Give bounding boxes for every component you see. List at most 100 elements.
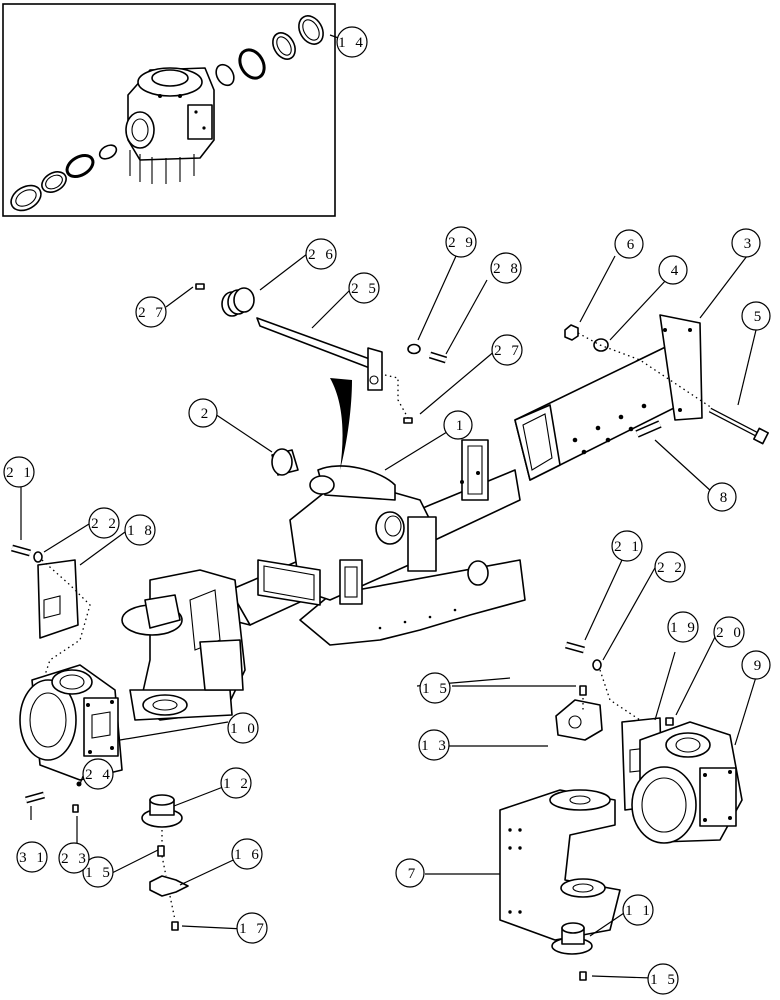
svg-text:1 1: 1 1 [625, 903, 653, 919]
dotted-line-18 [39, 559, 91, 691]
callout-23: 2 3 [58, 842, 90, 874]
inset-seal-rings-right [215, 15, 324, 87]
king-pin-cap-12 [141, 794, 183, 828]
dotted-line-19 [599, 669, 641, 721]
svg-text:1 7: 1 7 [239, 921, 267, 937]
shim-16 [149, 875, 189, 897]
nut-6 [564, 324, 579, 341]
bolt-21-right [565, 641, 585, 654]
svg-text:1 6: 1 6 [234, 847, 262, 863]
svg-text:4: 4 [671, 263, 682, 279]
svg-text:2 5: 2 5 [351, 281, 379, 297]
callout-17: 1 7 [236, 912, 268, 944]
svg-text:1 9: 1 9 [670, 620, 698, 636]
callout-16: 1 6 [231, 838, 263, 870]
right-pivot-bracket-7 [499, 789, 621, 941]
callout-29: 2 9 [445, 226, 477, 258]
svg-text:3: 3 [744, 236, 755, 252]
svg-text:1 0: 1 0 [230, 721, 258, 737]
bolt-8 [635, 420, 662, 438]
dotted-line-3 [577, 332, 713, 409]
callout-9: 9 [741, 650, 771, 680]
svg-text:2 0: 2 0 [716, 625, 744, 641]
callout-4: 4 [658, 255, 688, 285]
right-planetary-hub-9 [631, 721, 743, 844]
svg-text:1 5: 1 5 [422, 681, 450, 697]
svg-text:5: 5 [754, 309, 765, 325]
callout-15-right-top: 1 5 [419, 672, 451, 704]
king-pin-cap-11 [551, 922, 593, 955]
callout-26: 2 6 [305, 238, 337, 270]
callout-19: 1 9 [667, 611, 699, 643]
plug-23 [72, 804, 79, 813]
axle-extension-tube [514, 314, 703, 481]
svg-text:2 9: 2 9 [448, 235, 476, 251]
inset-hub [125, 67, 215, 184]
washer-29 [407, 343, 421, 355]
cap-plate-18 [37, 559, 79, 639]
left-pivot-bracket [121, 569, 246, 721]
callout-27-mid: 2 7 [491, 334, 523, 366]
spring-26 [221, 287, 255, 317]
callout-15-left: 1 5 [82, 856, 114, 888]
svg-text:2 3: 2 3 [61, 851, 89, 867]
callout-25: 2 5 [348, 272, 380, 304]
callout-1: 1 [443, 410, 473, 440]
bolt-31 [25, 791, 45, 804]
svg-text:2 4: 2 4 [85, 767, 113, 783]
svg-text:2 2: 2 2 [91, 516, 119, 532]
callout-8: 8 [707, 482, 737, 512]
bolt-5 [708, 407, 769, 445]
svg-text:1 4: 1 4 [338, 35, 366, 51]
inset-planetary-hub-detail [2, 3, 336, 217]
svg-text:8: 8 [720, 490, 731, 506]
center-axle-beam [229, 439, 526, 646]
callout-10: 1 0 [227, 712, 259, 744]
callout-31: 3 1 [16, 841, 48, 873]
washer-22-left [33, 551, 43, 563]
callout-20: 2 0 [713, 616, 745, 648]
plug-20 [665, 717, 674, 726]
inset-seal-rings-left [10, 144, 118, 212]
svg-text:2 7: 2 7 [494, 343, 522, 359]
callout-21-right: 2 1 [611, 530, 643, 562]
svg-text:7: 7 [408, 866, 419, 882]
svg-text:2 7: 2 7 [138, 305, 166, 321]
callout-7: 7 [395, 858, 425, 888]
svg-text:2 6: 2 6 [308, 247, 336, 263]
callout-28: 2 8 [490, 252, 522, 284]
callout-2: 2 [188, 398, 218, 428]
bolt-15-right-top [579, 685, 587, 696]
left-planetary-hub-10 [19, 664, 123, 781]
svg-text:1: 1 [456, 418, 467, 434]
svg-text:2 8: 2 8 [493, 261, 521, 277]
callout-21-left: 2 1 [3, 456, 35, 488]
svg-text:9: 9 [754, 658, 765, 674]
callout-15-right-bottom: 1 5 [647, 963, 679, 995]
callout-14: 1 4 [336, 26, 368, 58]
svg-text:2 2: 2 2 [657, 560, 685, 576]
svg-text:3 1: 3 1 [19, 850, 47, 866]
svg-text:1 5: 1 5 [85, 865, 113, 881]
svg-text:2 1: 2 1 [614, 539, 642, 555]
callout-11: 1 1 [622, 894, 654, 926]
svg-text:1 5: 1 5 [650, 972, 678, 988]
plug-17 [171, 921, 179, 931]
dotted-line-27 [384, 374, 409, 419]
svg-text:6: 6 [627, 237, 638, 253]
bushing-2 [271, 448, 299, 476]
callout-5: 5 [741, 301, 771, 331]
callout-27-top: 2 7 [135, 296, 167, 328]
washer-22-right [592, 659, 602, 671]
steering-block-13 [555, 699, 603, 741]
callout-12: 1 2 [220, 767, 252, 799]
pin-27-mid [403, 417, 413, 424]
svg-text:1 2: 1 2 [223, 776, 251, 792]
svg-text:2 1: 2 1 [6, 465, 34, 481]
pivot-shaft-25 [256, 317, 383, 470]
callout-3: 3 [731, 228, 761, 258]
bolt-15-left [157, 845, 165, 857]
dotted-line-12 [161, 830, 176, 921]
callout-18: 1 8 [124, 514, 156, 546]
